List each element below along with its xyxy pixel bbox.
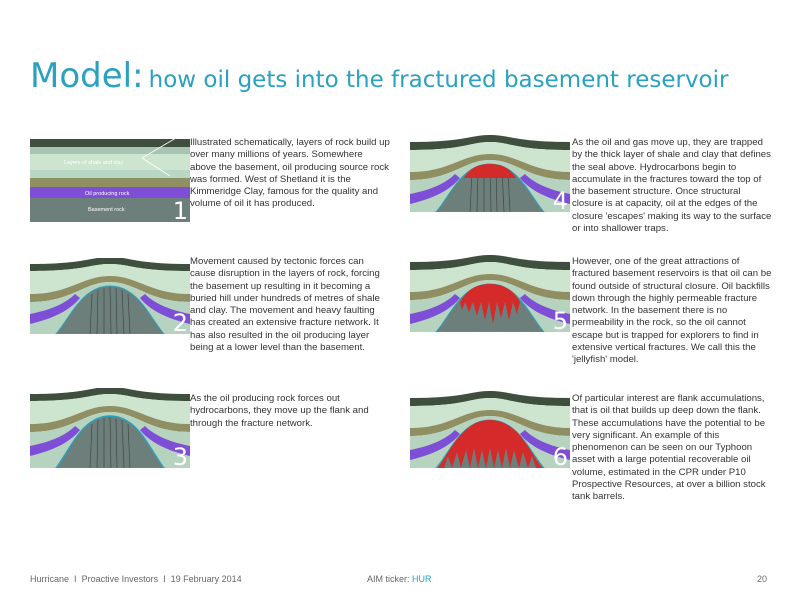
layer-diagram-flat: Layers of shale and clay Oil producing r… [30,130,190,222]
anticline-diagram [30,258,190,334]
flank-accumulation-diagram [410,390,570,468]
slide-title: Model: how oil gets into the fractured b… [30,56,728,96]
label-shale-and-clay: Layers of shale and clay [64,160,124,166]
step-3-number: 3 [172,443,188,468]
step-1-number: 1 [172,197,188,222]
step-4-diagram: 4 [410,134,570,212]
step-4-number: 4 [552,187,568,212]
footer-left: Hurricane I Proactive Investors I 19 Feb… [30,574,242,584]
label-basement-rock: Basement rock [88,207,125,213]
page-number: 20 [757,574,768,584]
step-6-number: 6 [552,443,568,468]
step-5-diagram: 5 [410,254,570,332]
step-6-diagram: 6 [410,390,570,468]
jellyfish-diagram [410,254,570,332]
step-5-text: However, one of the great attractions of… [572,256,772,366]
footer-separator: I [163,574,166,584]
step-3-text: As the oil producing rock forces out hyd… [190,393,369,429]
oil-trap-diagram [410,134,570,212]
slide-title-prefix: Model: [30,56,144,96]
ticker-label: AIM ticker: [367,574,410,584]
step-2-diagram: 2 [30,258,190,334]
step-1-text: Illustrated schematically, layers of roc… [190,137,390,210]
anticline-migration-diagram [30,388,190,468]
step-3-diagram: 3 [30,388,190,468]
footer-company: Hurricane [30,574,70,584]
slide-title-rest: how oil gets into the fractured basement… [148,67,729,93]
step-5-number: 5 [552,307,568,332]
footer-separator: I [74,574,77,584]
step-2-number: 2 [172,309,188,334]
step-6-text: Of particular interest are flank accumul… [572,393,766,503]
footer-date: 19 February 2014 [170,574,242,584]
ticker-symbol: HUR [412,574,432,584]
label-oil-producing-rock: Oil producing rock [85,191,130,197]
footer-ticker: AIM ticker: HUR [367,574,432,584]
step-1-diagram: Layers of shale and clay Oil producing r… [30,130,190,222]
step-2-text: Movement caused by tectonic forces can c… [190,256,380,354]
footer-event: Proactive Investors [81,574,159,584]
step-4-text: As the oil and gas move up, they are tra… [572,137,772,235]
